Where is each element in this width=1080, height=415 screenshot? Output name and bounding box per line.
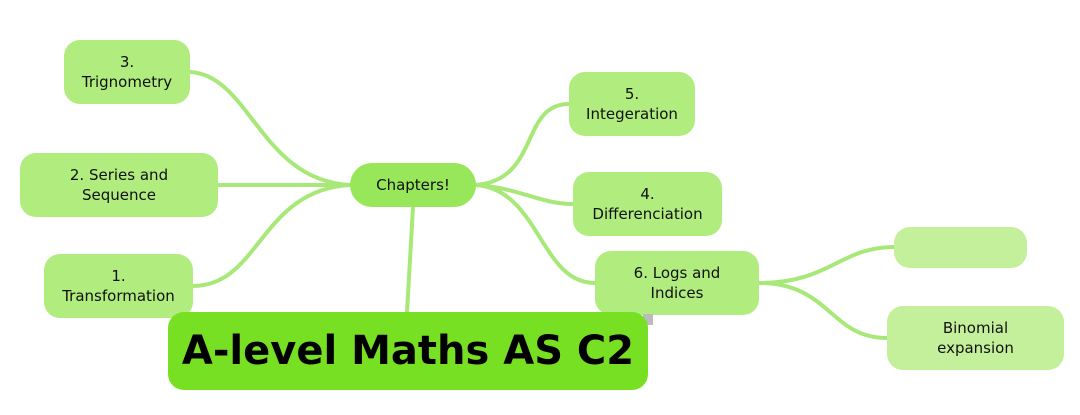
link-integration xyxy=(474,102,571,187)
chapter-integration[interactable]: 5. Integeration xyxy=(569,72,695,136)
chapter-logs-indices[interactable]: 6. Logs and Indices xyxy=(595,251,759,315)
link-transformation xyxy=(191,183,352,288)
chapter-differentiation[interactable]: 4. Differenciation xyxy=(573,172,722,236)
collapse-handle[interactable] xyxy=(643,314,653,325)
chapter-series-sequence[interactable]: 2. Series and Sequence xyxy=(20,153,218,217)
chapter-transformation[interactable]: 1. Transformation xyxy=(44,254,193,318)
link-binomial xyxy=(757,281,889,340)
link-empty-subtopic xyxy=(757,245,896,285)
link-trig xyxy=(188,70,352,187)
chapter-trignometry[interactable]: 3. Trignometry xyxy=(64,40,190,104)
root-node-title[interactable]: A-level Maths AS C2 xyxy=(168,312,648,390)
subtopic-empty[interactable] xyxy=(894,227,1027,268)
link-root-chapters xyxy=(405,205,415,314)
center-node-chapters[interactable]: Chapters! xyxy=(350,163,476,207)
subtopic-binomial-expansion[interactable]: Binomial expansion xyxy=(887,306,1064,370)
link-logs xyxy=(474,183,597,285)
